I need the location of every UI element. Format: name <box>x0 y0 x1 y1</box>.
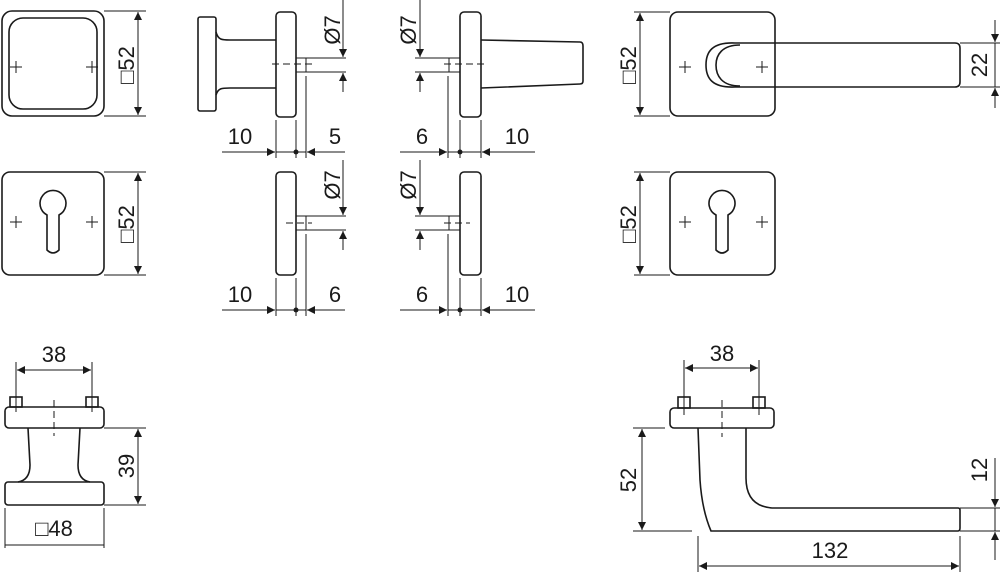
dim-spindle-offset: 6 <box>416 282 428 307</box>
escutcheon-side-view-left: Ø7 10 6 <box>222 160 347 316</box>
dim-spindle-diameter: Ø7 <box>396 170 421 199</box>
dim-knob-square: □48 <box>35 516 73 541</box>
rose-front-view: □52 <box>1 10 146 117</box>
lever-top-view: 38 52 132 12 <box>616 341 1000 572</box>
dim-spindle-diameter: Ø7 <box>320 15 345 44</box>
dim-spindle-offset: 6 <box>329 282 341 307</box>
escutcheon-front-view-right: □52 <box>616 171 776 276</box>
dim-screw-spacing: 38 <box>42 342 66 367</box>
dim-screw-spacing: 38 <box>710 341 734 366</box>
dim-spindle-offset: 6 <box>416 124 428 149</box>
dim-rose-thickness: 10 <box>505 124 529 149</box>
screw-cross-icon <box>10 61 98 73</box>
dim-rose-thickness: 10 <box>505 282 529 307</box>
screw-cross-icon <box>10 216 98 228</box>
dim-rose-thickness: 10 <box>228 282 252 307</box>
escutcheon-side-view-right: Ø7 6 10 <box>396 160 535 316</box>
dim-rose-thickness: 10 <box>228 124 252 149</box>
escutcheon-front-view: □52 <box>1 171 146 276</box>
dim-rose-square: □52 <box>114 205 139 243</box>
dim-spindle-diameter: Ø7 <box>396 15 421 44</box>
lever-side-view: Ø7 6 10 <box>396 0 584 158</box>
screw-cross-icon <box>679 216 768 228</box>
dim-rose-square: □52 <box>616 205 641 243</box>
dim-lever-thickness: 12 <box>967 458 992 482</box>
dim-spindle-offset: 5 <box>329 124 341 149</box>
dim-projection: 52 <box>616 468 641 492</box>
dim-rose-square: □52 <box>114 46 139 84</box>
screw-cross-icon <box>679 61 768 73</box>
dim-lever-length: 132 <box>812 538 849 563</box>
dim-rose-square: □52 <box>616 46 641 84</box>
lever-front-view: □52 22 <box>616 11 1000 117</box>
keyhole-icon <box>39 189 67 254</box>
dim-projection: 39 <box>114 454 139 478</box>
dim-lever-width: 22 <box>967 53 992 77</box>
knob-top-view: 38 39 □48 <box>4 342 146 548</box>
keyhole-icon <box>708 189 736 254</box>
knob-side-view: Ø7 10 5 <box>197 0 347 158</box>
dim-spindle-diameter: Ø7 <box>320 170 345 199</box>
